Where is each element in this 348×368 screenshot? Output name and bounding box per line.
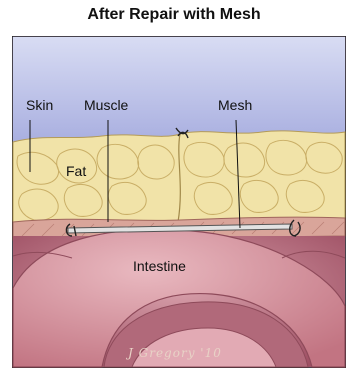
hernia-repair-illustration: [12, 36, 346, 368]
intestine-label: Intestine: [133, 258, 186, 274]
figure-title: After Repair with Mesh: [0, 6, 348, 24]
skin-label: Skin: [26, 97, 53, 113]
skin-layer: [13, 37, 345, 142]
artist-signature: J Gregory '10: [128, 346, 222, 360]
fat-label: Fat: [66, 163, 86, 179]
mesh-label: Mesh: [218, 97, 252, 113]
muscle-label: Muscle: [84, 97, 128, 113]
